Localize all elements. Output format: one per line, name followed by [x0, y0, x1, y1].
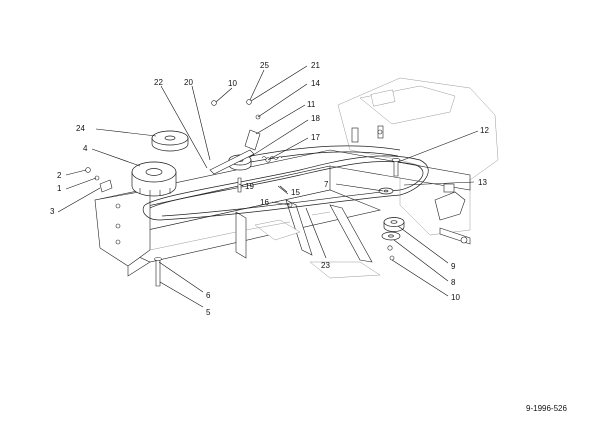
callout-22: 22 — [154, 78, 163, 87]
document-number: 9-1996-526 — [526, 404, 567, 413]
callout-11: 11 — [307, 100, 316, 109]
callout-2: 2 — [57, 171, 62, 180]
callout-10-top: 10 — [228, 79, 237, 88]
callout-24: 24 — [76, 124, 85, 133]
callout-3: 3 — [50, 207, 55, 216]
callout-18: 18 — [311, 114, 320, 123]
callout-19: 19 — [245, 182, 254, 191]
callout-15: 15 — [291, 188, 300, 197]
callout-10-bottom: 10 — [451, 293, 460, 302]
clutch-pulley-24 — [151, 130, 189, 152]
bolts-and-fasteners — [85, 99, 471, 287]
callout-7: 7 — [324, 180, 329, 189]
callout-9: 9 — [451, 262, 456, 271]
idler-pulley-7 — [378, 187, 394, 195]
callout-4: 4 — [83, 144, 88, 153]
callout-12: 12 — [480, 126, 489, 135]
callout-5: 5 — [206, 308, 211, 317]
callout-17: 17 — [311, 133, 320, 142]
electric-clutch — [131, 161, 177, 197]
idler-pulley-right — [381, 217, 405, 241]
callout-6: 6 — [206, 291, 211, 300]
callout-labels: 1 2 3 4 5 6 7 8 9 10 10 11 12 13 14 15 1… — [50, 61, 489, 317]
callout-21: 21 — [311, 61, 320, 70]
callout-8: 8 — [451, 278, 456, 287]
callout-14: 14 — [311, 79, 320, 88]
chassis-frame — [94, 77, 499, 279]
callout-25: 25 — [260, 61, 269, 70]
callout-1: 1 — [57, 184, 62, 193]
callout-13: 13 — [478, 178, 487, 187]
leader-lines — [57, 65, 479, 308]
callout-16: 16 — [260, 198, 269, 207]
callout-23: 23 — [321, 261, 330, 270]
idler-arm — [209, 129, 261, 175]
callout-20: 20 — [184, 78, 193, 87]
